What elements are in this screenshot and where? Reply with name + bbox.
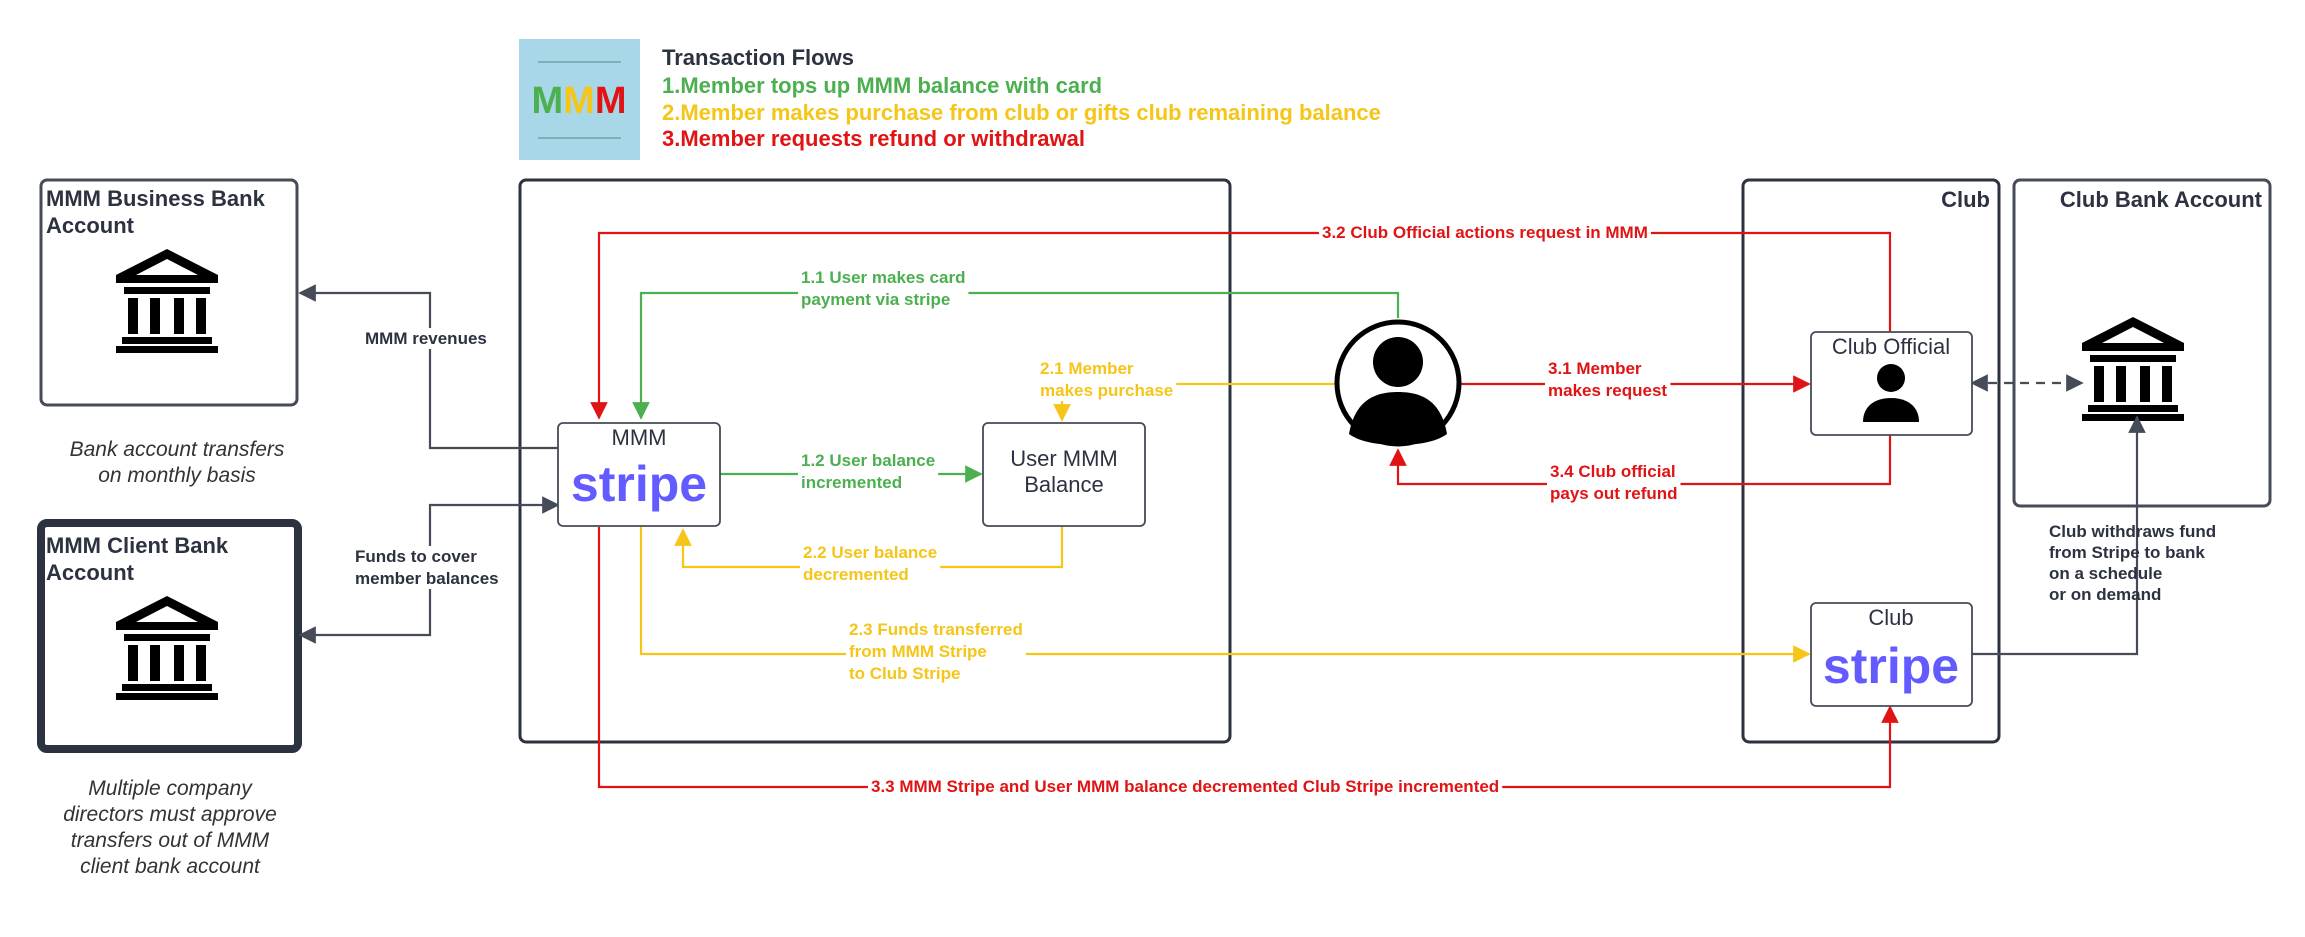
member-avatar	[1334, 319, 1462, 447]
label-background	[798, 267, 969, 310]
user-icon	[1373, 337, 1423, 387]
user-icon-body	[1349, 392, 1447, 445]
label-background	[1037, 358, 1177, 401]
mmm-stripe-title: MMM	[612, 425, 667, 450]
label-background	[1547, 461, 1681, 504]
label-background	[352, 546, 502, 589]
edge-club-withdraws	[1971, 415, 2146, 656]
edge-3-2	[590, 231, 1892, 420]
edge-2-3	[639, 527, 1811, 663]
legend-item-2: 2.Member makes purchase from club or gif…	[662, 100, 1381, 125]
legend-item-3: 3.Member requests refund or withdrawal	[662, 126, 1085, 151]
club-stripe-title: Club	[1868, 605, 1913, 630]
club-official-title: Club Official	[1832, 334, 1950, 359]
label-background	[1319, 222, 1651, 243]
club-stripe-box: Club stripe	[1810, 602, 1973, 707]
label-background	[1545, 358, 1671, 401]
label-e3-3: 3.3 MMM Stripe and User MMM balance decr…	[871, 777, 1499, 796]
mmm-logo-background	[519, 39, 640, 160]
label-background	[800, 542, 941, 585]
club-container-title: Club	[1941, 187, 1990, 212]
club-official-box: Club Official	[1810, 331, 1973, 436]
stripe-logo: stripe	[571, 456, 707, 512]
label-e3-2: 3.2 Club Official actions request in MMM	[1322, 223, 1648, 242]
edge-1-1	[632, 291, 1400, 420]
person-icon-body	[1863, 398, 1919, 422]
label-background	[362, 328, 490, 349]
legend: MMM Transaction Flows 1.Member tops up M…	[519, 39, 1381, 160]
label-background	[846, 619, 1026, 684]
legend-item-1: 1.Member tops up MMM balance with card	[662, 73, 1102, 98]
person-icon	[1877, 364, 1905, 392]
label-background	[798, 450, 939, 493]
label-mmm-revenues: MMM revenues	[365, 329, 487, 348]
stripe-logo: stripe	[1823, 638, 1959, 694]
label-background	[868, 776, 1503, 797]
edge-mmm-revenues	[298, 284, 558, 450]
mmm-stripe-box: MMM stripe	[557, 422, 721, 527]
club-bank-title: Club Bank Account	[2060, 187, 2263, 212]
legend-title: Transaction Flows	[662, 45, 854, 70]
club-container	[1741, 178, 2001, 744]
mmm-logo-text: MMM	[532, 80, 627, 122]
